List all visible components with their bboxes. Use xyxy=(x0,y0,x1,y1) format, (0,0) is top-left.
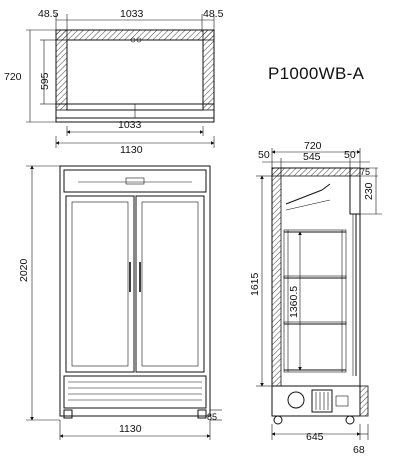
front-height-label: 2020 xyxy=(18,258,30,282)
front-width-label: 1130 xyxy=(119,423,142,435)
side-wall-back-label: 50 xyxy=(258,149,270,161)
top-inner-width-bottom-label: 1033 xyxy=(118,119,142,131)
top-back-wall xyxy=(55,29,215,41)
side-condenser xyxy=(311,389,333,413)
side-wall-front-label: 50 xyxy=(344,149,356,161)
side-front-wheel xyxy=(345,415,355,425)
side-base-depth-label: 645 xyxy=(306,431,324,443)
top-left-wall xyxy=(55,29,68,111)
front-foot-height-label: 85 xyxy=(207,412,217,422)
side-back-wall xyxy=(271,167,282,387)
side-rear-wheel xyxy=(273,415,283,425)
side-view: 720 50 545 50 75 230 xyxy=(249,140,382,456)
side-canopy-height-label: 230 xyxy=(363,182,375,200)
front-left-door xyxy=(65,195,135,373)
side-height-label: 1615 xyxy=(249,272,261,296)
front-right-foot xyxy=(197,409,207,419)
top-wall-right-label: 48.5 xyxy=(203,8,224,20)
front-canopy xyxy=(63,169,207,193)
front-grille xyxy=(63,375,207,409)
side-depth-label: 720 xyxy=(304,140,322,152)
top-inner-width-label: 1033 xyxy=(120,8,144,20)
top-total-depth-label: 720 xyxy=(4,71,22,83)
side-top-gap-label: 75 xyxy=(360,167,370,177)
side-inner-depth-label: 545 xyxy=(303,151,321,163)
top-right-wall xyxy=(202,29,215,111)
top-view: 48.5 1033 48.5 720 595 1033 1130 xyxy=(4,8,224,156)
top-wall-left-label: 48.5 xyxy=(38,8,59,20)
front-cabinet-outline xyxy=(59,165,211,417)
top-inner-depth-label: 595 xyxy=(39,72,51,90)
side-foot-depth-label: 68 xyxy=(353,444,365,456)
front-logo-plate xyxy=(125,177,145,185)
side-compressor xyxy=(287,391,305,409)
front-view: 2020 85 1130 xyxy=(18,165,222,440)
front-right-door xyxy=(135,195,205,373)
front-left-foot xyxy=(63,409,73,419)
side-shelves xyxy=(283,229,347,373)
side-body-outline xyxy=(271,167,361,387)
side-top-wall xyxy=(271,167,361,177)
model-title: P1000WB-A xyxy=(268,64,365,83)
side-shelf-span-label: 1360.5 xyxy=(288,286,300,318)
top-outer-width-label: 1130 xyxy=(120,144,143,156)
